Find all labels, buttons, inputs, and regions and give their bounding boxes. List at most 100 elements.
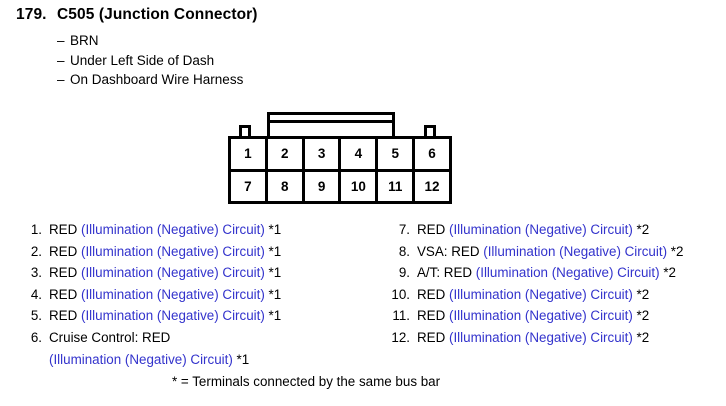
pin-entry: 7. RED (Illumination (Negative) Circuit) … [384,219,683,241]
pin-entry-description: VSA: RED (Illumination (Negative) Circui… [417,241,683,263]
pin-entry-description: RED (Illumination (Negative) Circuit) *2 [417,305,649,327]
pin-entry-description: RED (Illumination (Negative) Circuit) *2 [417,284,649,306]
detail-dash-icon: – [57,72,65,87]
pin-entry-description: RED (Illumination (Negative) Circuit) *1 [49,241,281,263]
pin-entry-index: 12. [391,329,410,345]
connector-pin-2[interactable]: 2 [268,139,305,169]
pin-wire-color: RED [49,243,81,259]
pin-bus-bar-note: *1 [264,308,282,324]
pin-wire-color: Cruise Control: RED [49,329,171,345]
pin-entry-description: RED (Illumination (Negative) Circuit) *2 [417,219,649,241]
pin-entry: 12. RED (Illumination (Negative) Circuit)… [384,327,683,349]
pin-bus-bar-note: *1 [264,286,282,302]
pin-bus-bar-note: *1 [232,351,250,367]
pin-circuit-name: (Illumination (Negative) Circuit) [449,329,633,345]
pin-circuit-name: (Illumination (Negative) Circuit) [81,286,265,302]
pin-circuit-name: (Illumination (Negative) Circuit) [81,265,265,281]
connector-pin-3[interactable]: 3 [305,139,342,169]
pin-entry: 1.RED (Illumination (Negative) Circuit) … [16,219,281,241]
connector-pin-7[interactable]: 7 [231,171,268,201]
pin-entry-index: 11. [392,308,410,324]
connector-detail-item: –Under Left Side of Dash [57,51,243,71]
pin-entry-index: 3. [30,265,42,281]
pin-entry: 4.RED (Illumination (Negative) Circuit) … [16,284,281,306]
connector-notch-left [239,125,251,137]
pin-entry-index: 7. [398,222,410,237]
pin-bus-bar-note: *2 [667,243,684,259]
detail-text: BRN [70,33,99,48]
pin-list-right: 7. RED (Illumination (Negative) Circuit) … [384,219,683,349]
pin-wire-color: RED [417,329,449,345]
pin-circuit-name: (Illumination (Negative) Circuit) [81,222,265,237]
connector-detail-item: –BRN [57,31,243,51]
detail-dash-icon: – [57,33,65,48]
pin-wire-color: RED [417,222,449,237]
pin-circuit-name: (Illumination (Negative) Circuit) [475,265,660,281]
connector-pin-6[interactable]: 6 [428,146,436,162]
pin-entry: 5. RED (Illumination (Negative) Circuit) … [16,305,281,327]
pin-bus-bar-note: *2 [659,265,676,281]
pin-wire-color: RED [417,308,449,324]
pin-entry: 8.VSA: RED (Illumination (Negative) Circ… [384,241,684,263]
connector-tab-rib [270,120,392,123]
pin-circuit-name: (Illumination (Negative) Circuit) [81,308,265,324]
pin-circuit-name: (Illumination (Negative) Circuit) [49,351,233,367]
pin-circuit-name: (Illumination (Negative) Circuit) [81,243,265,259]
pin-bus-bar-note: *1 [264,222,282,237]
connector-locking-tab [267,112,395,137]
pin-bus-bar-note: *2 [632,308,650,324]
pin-entry: 11. RED (Illumination (Negative) Circuit)… [384,305,683,327]
pin-bus-bar-note: *2 [632,329,650,345]
pin-wire-color: RED [49,286,81,302]
pin-entry: 2. RED (Illumination (Negative) Circuit) … [16,241,281,263]
connector-pin-8[interactable]: 8 [268,171,305,201]
connector-pin-10[interactable]: 10 [341,171,379,201]
pin-entry-index: 10. [391,286,410,302]
pin-bus-bar-note: *1 [264,265,282,281]
pin-entry-description: RED (Illumination (Negative) Circuit) *1 [49,305,281,327]
connector-pin-11[interactable]: 11 [378,171,416,201]
pin-entry-continuation: (Illumination (Negative) Circuit) *1 [16,349,281,371]
pin-wire-color: RED [49,308,81,324]
pin-entry-index: 5. [30,308,42,324]
footnote-bus-bar: * = Terminals connected by the same bus … [172,374,441,389]
pin-entry-description: Cruise Control: RED [49,327,170,349]
connector-pin-5[interactable]: 5 [378,139,416,169]
pin-entry-index: 2. [30,243,42,259]
pin-circuit-name: (Illumination (Negative) Circuit) [449,222,633,237]
pin-entry: 10. RED (Illumination (Negative) Circuit)… [384,284,683,306]
detail-text: Under Left Side of Dash [70,52,215,68]
connector-pin-4[interactable]: 4 [341,139,379,169]
connector-detail-item: –On Dashboard Wire Harness [57,70,243,90]
pin-circuit-name: (Illumination (Negative) Circuit) [449,286,633,302]
pin-entry: 3. RED (Illumination (Negative) Circuit) … [16,262,281,284]
pin-circuit-name: (Illumination (Negative) Circuit) [483,243,668,259]
connector-pin-1[interactable]: 1 [231,139,268,169]
pin-entry-description: RED (Illumination (Negative) Circuit) *1 [49,262,281,284]
pin-bus-bar-note: *2 [632,222,650,237]
connector-notch-right [424,125,436,137]
pin-entry: 6. Cruise Control: RED [16,327,281,349]
page-title-text: C505 (Junction Connector) [57,6,258,23]
pin-entry-index: 1. [30,222,42,237]
pin-circuit-name: (Illumination (Negative) Circuit) [449,308,633,324]
connector-detail-list: –BRN–Under Left Side of Dash–On Dashboar… [57,31,243,90]
connector-pin-12[interactable]: 12 [424,178,440,194]
pin-entry-index: 6. [30,329,42,345]
pin-entry-description: RED (Illumination (Negative) Circuit) *2 [417,327,649,349]
page-title: 179. C505 (Junction Connector) [16,6,258,24]
pin-list-left: 1. RED (Illumination (Negative) Circuit) … [16,219,281,370]
pin-bus-bar-note: *2 [632,286,650,302]
page-title-number: 179. [16,6,47,23]
pin-entry-description: RED (Illumination (Negative) Circuit) *1 [49,284,281,306]
pin-wire-color: VSA: RED [417,243,484,259]
pin-entry: 9. A/T: RED (Illumination (Negative) Circ… [384,262,683,284]
connector-pin-9[interactable]: 9 [305,171,342,201]
pin-wire-color: RED [49,222,81,237]
pin-entry-index: 9. [398,265,410,281]
pin-entry-description: A/T: RED (Illumination (Negative) Circui… [417,262,676,284]
pin-wire-color: RED [417,286,449,302]
